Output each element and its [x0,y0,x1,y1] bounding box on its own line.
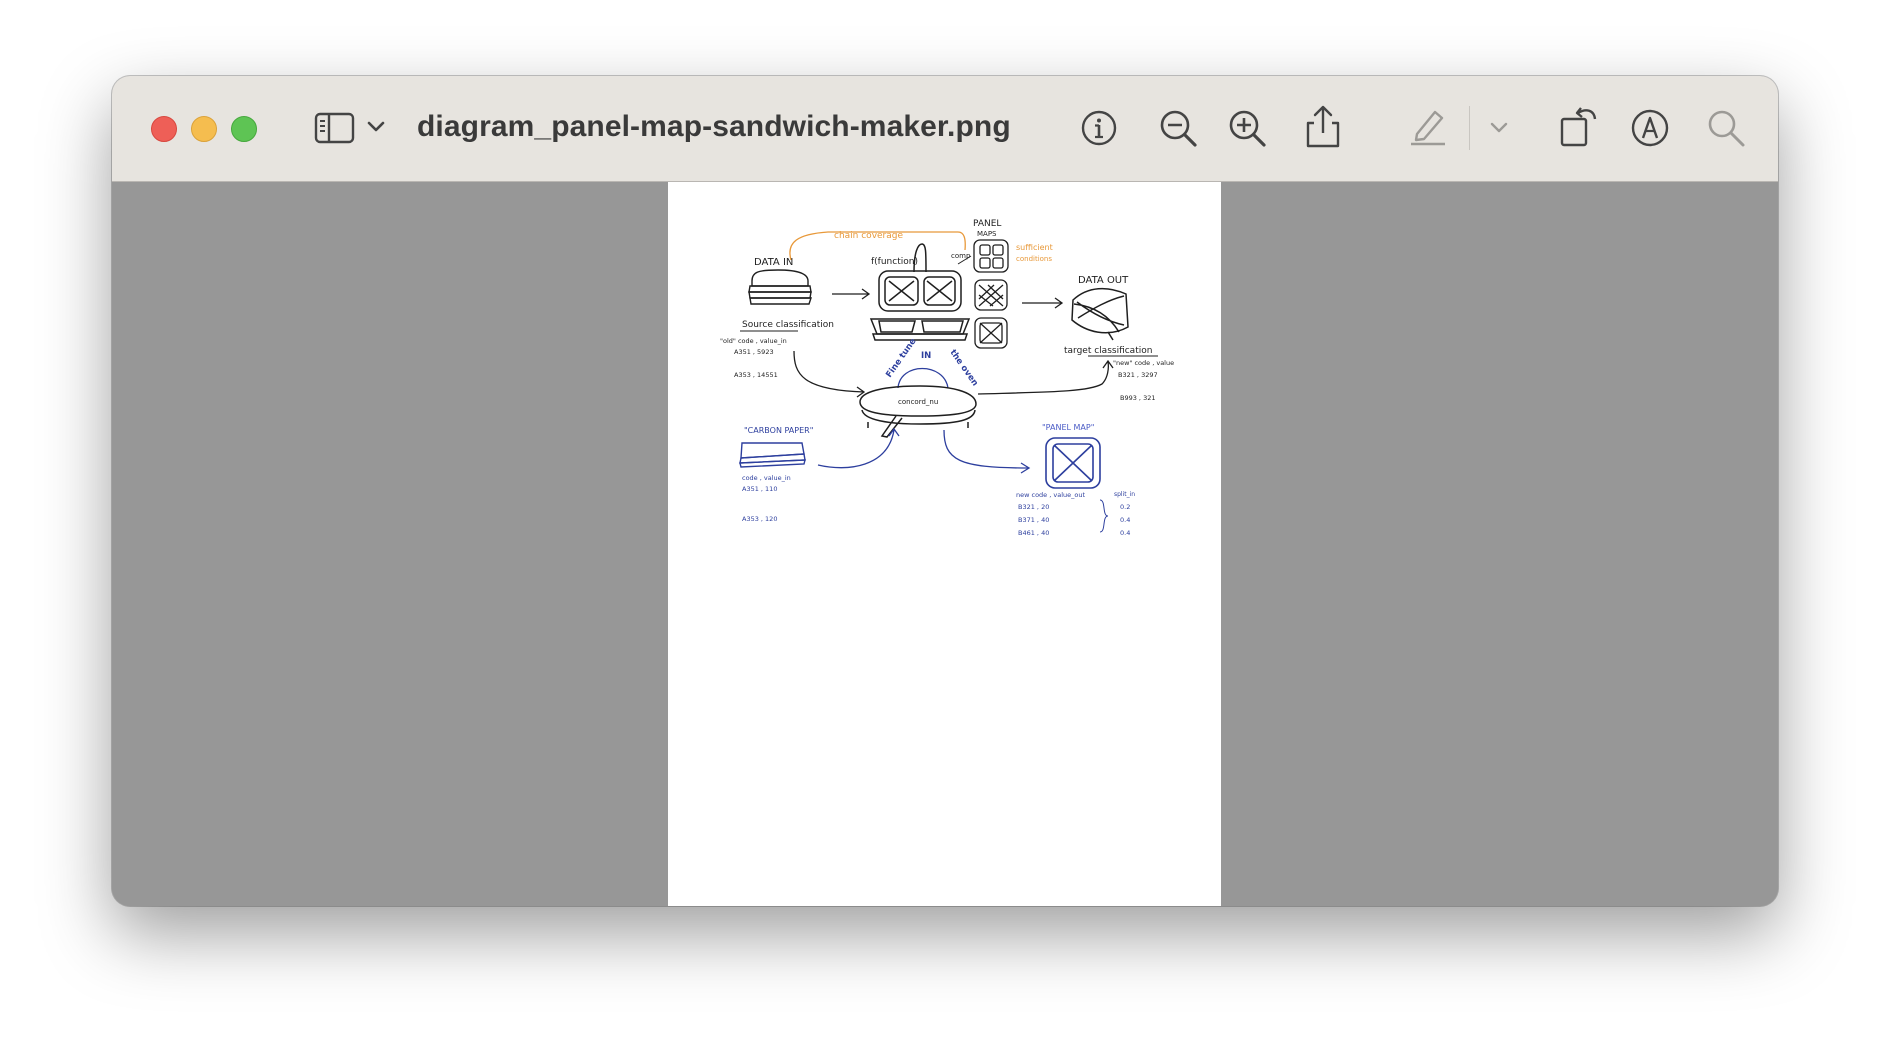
data-in-label: DATA IN [754,257,793,268]
panel-map-grid-middle [974,279,1008,311]
data-in-sandwich-stack [748,269,812,305]
carbon-paper-row-2: A353 , 120 [742,515,777,523]
panel-map-grid-bottom [974,317,1008,349]
panel-map-row-3: B461 , 40 [1018,529,1049,537]
concord-label: concord_nu [898,398,938,406]
function-label: f(function) [871,257,918,267]
panel-map-split-header: split_in [1114,491,1135,498]
panel-maps-label: PANEL [973,219,1001,229]
window-title: diagram_panel-map-sandwich-maker.png [417,110,1011,143]
highlight-pen-icon[interactable] [1409,106,1447,146]
minimize-button[interactable] [191,116,217,142]
panel-map-sandwich [1045,437,1101,489]
panel-map-header: new code , value_out [1016,491,1085,499]
sandwich-maker-diagram: chain coverage PANEL MAPS [720,219,1174,537]
arrow-concord-to-panel-map [943,429,1031,474]
panel-map-grid-top [973,239,1009,273]
close-button[interactable] [151,116,177,142]
arrow-concord-to-out [977,359,1114,395]
chain-coverage-label: chain coverage [834,231,903,241]
panel-map-split-1: 0.2 [1120,503,1130,511]
rotate-icon[interactable] [1559,104,1599,148]
fine-tune-label-1: Fine tune [884,337,918,380]
chevron-down-icon[interactable] [1490,122,1508,134]
data-out-row-2: B993 , 321 [1120,394,1155,402]
fine-tune-label-3: the oven [948,348,980,388]
fine-tune-label-2: IN [921,351,931,361]
sandwich-maker-concord [859,385,977,438]
title-bar: diagram_panel-map-sandwich-maker.png [112,76,1778,182]
data-out-header: "new" code , value [1113,359,1174,367]
target-classification-label: target classification [1064,346,1152,356]
panel-map-split-3: 0.4 [1120,529,1130,537]
fine-tune-arc [897,367,949,389]
conditions-label: conditions [1016,255,1052,263]
panel-maps-label-2: MAPS [977,230,997,238]
comp-arrow [957,255,972,265]
panel-map-row-2: B371 , 40 [1018,516,1049,524]
info-icon[interactable] [1080,109,1118,147]
data-out-label: DATA OUT [1078,275,1129,286]
sufficient-label: sufficient [1016,243,1053,252]
data-in-header: "old" code , value_in [720,337,787,345]
sandwich-maker-main [869,243,971,341]
chain-coverage-arc [789,231,966,261]
share-icon[interactable] [1306,104,1340,148]
chevron-down-icon[interactable] [367,120,385,134]
carbon-paper-label: "CARBON PAPER" [744,426,813,435]
preview-window: diagram_panel-map-sandwich-maker.png [112,76,1778,906]
toolbar-divider [1469,106,1470,150]
panel-map-label: "PANEL MAP" [1042,423,1094,432]
arrow-carbon-to-concord [817,427,900,469]
comp-label: comp [951,252,971,260]
document-view[interactable]: chain coverage PANEL MAPS [112,182,1778,906]
data-in-row-1: A351 , 5923 [734,348,774,356]
carbon-paper-row-1: A351 , 110 [742,485,777,493]
panel-map-split-2: 0.4 [1120,516,1130,524]
zoom-out-icon[interactable] [1159,109,1199,149]
arrow-maker-to-out [1022,297,1064,309]
markup-icon[interactable] [1630,108,1670,148]
data-out-sandwich [1071,287,1129,341]
arrow-in-to-concord [793,350,866,398]
panel-map-row-1: B321 , 20 [1018,503,1049,511]
carbon-paper-stack [739,442,806,468]
search-icon[interactable] [1707,109,1747,149]
arrow-in-to-maker [832,288,871,300]
panel-map-brace [1099,499,1109,533]
data-in-row-2: A353 , 14551 [734,371,778,379]
data-out-row-1: B321 , 3297 [1118,371,1158,379]
zoom-in-icon[interactable] [1228,109,1268,149]
sidebar-icon[interactable] [314,112,356,144]
carbon-paper-header: code , value_in [742,474,791,482]
zoom-button[interactable] [231,116,257,142]
image-page: chain coverage PANEL MAPS [668,182,1221,906]
source-classification-label: Source classification [742,320,834,330]
